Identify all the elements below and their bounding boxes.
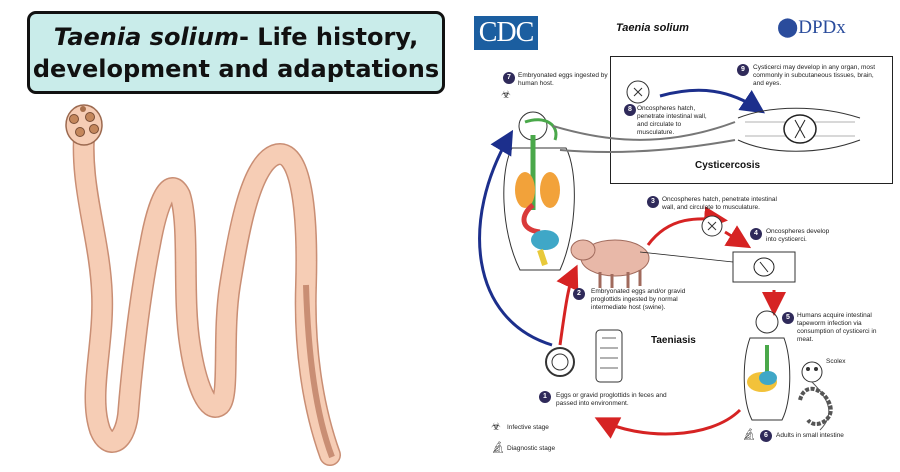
step-text-8: Oncospheres hatch, penetrate intestinal … (637, 105, 707, 136)
dpdx-text: DPDx (798, 17, 846, 38)
dpdx-logo: ⬤DPDx (777, 17, 846, 38)
step-text-9: Cysticerci may develop in any organ, mos… (753, 64, 876, 87)
microscope-icon-step6: 🔬︎ (742, 429, 756, 441)
egg-illustration (545, 347, 575, 377)
step-number-9: 9 (737, 64, 749, 76)
step-number-4: 4 (750, 228, 762, 240)
title-box: Taenia solium- Life history, development… (27, 11, 445, 94)
biohazard-icon-legend: ☣ (491, 421, 501, 433)
taeniasis-label: Taeniasis (651, 335, 696, 346)
oncosphere-egg-8 (626, 80, 650, 104)
scolex-label: Scolex (826, 358, 846, 365)
legend-diagnostic-stage: Diagnostic stage (507, 445, 556, 452)
step-text-1: Eggs or gravid proglottids in feces and … (556, 392, 667, 407)
step-number-1: 1 (539, 391, 551, 403)
cdc-logo: CDC (474, 16, 538, 50)
muscle-cyst-mid (732, 251, 796, 283)
oncosphere-egg-3 (701, 215, 723, 237)
step-text-2: Embryonated eggs and/or gravid proglotti… (591, 288, 686, 311)
cysticercosis-label: Cysticercosis (695, 160, 761, 171)
step-text-7: Embryonated eggs ingested by human host. (518, 72, 608, 87)
proglottid-illustration (595, 329, 623, 383)
cysticercosis-box (610, 56, 893, 184)
step-number-8: 8 (624, 104, 636, 116)
pig-illustration (570, 239, 650, 288)
human-body-upper (503, 111, 575, 271)
step-number-6: 6 (760, 430, 772, 442)
step-text-5: Humans acquire intestinal tapeworm infec… (797, 312, 877, 343)
human-body-lower (743, 310, 791, 421)
scolex-small (801, 361, 823, 383)
title-line-1: Taenia solium- Life history, (54, 21, 418, 53)
step-text-4: Oncospheres develop into cysticerci. (766, 228, 830, 243)
step-number-7: 7 (503, 72, 515, 84)
diagram-species-title: Taenia solium (616, 22, 689, 34)
legend-infective-stage: Infective stage (507, 424, 549, 431)
step-number-2: 2 (573, 288, 585, 300)
biohazard-icon: ☣ (501, 89, 511, 101)
title-species: Taenia solium (53, 22, 239, 51)
step-text-6: Adults in small intestine (776, 432, 844, 439)
title-rest: - Life history, (238, 22, 419, 51)
tapeworm-illustration (65, 104, 341, 466)
step-text-3: Oncospheres hatch, penetrate intestinal … (662, 196, 777, 211)
microscope-icon-legend: 🔬︎ (491, 442, 505, 454)
scolex-head (65, 104, 103, 146)
step-number-5: 5 (782, 312, 794, 324)
title-line-2: development and adaptations (32, 54, 440, 83)
muscle-cyst-top (737, 107, 861, 152)
step-number-3: 3 (647, 196, 659, 208)
